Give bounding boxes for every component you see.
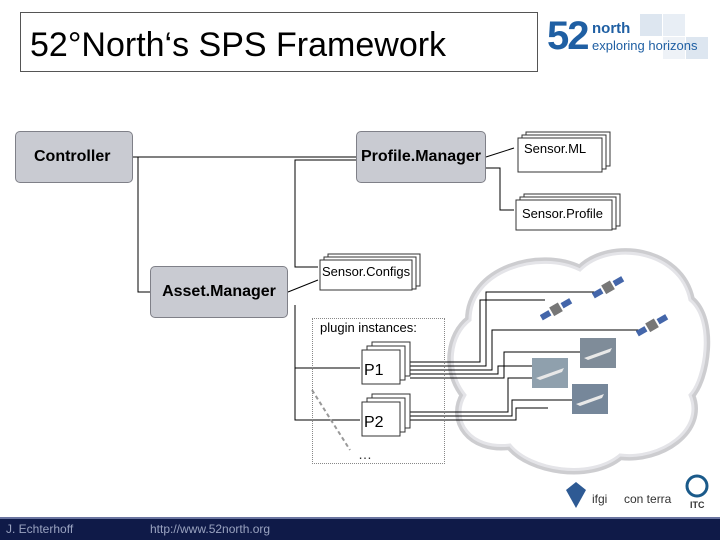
sensor-profile-doc[interactable]: Sensor.Profile — [522, 206, 603, 221]
logo — [545, 10, 715, 66]
logo-squares-icon — [640, 14, 708, 59]
sensor-configs-doc[interactable]: Sensor.Configs — [322, 264, 411, 279]
partner-ifgi: ifgi — [592, 492, 608, 506]
satellite-icon — [540, 298, 573, 321]
sensor-profile-doc-stack-icon — [515, 193, 621, 231]
aircraft-photo-icon — [572, 384, 608, 414]
slide-title: 52°North‘s SPS Framework — [30, 26, 447, 64]
aircraft-photo-icon — [580, 338, 616, 368]
plugin-instance-p1[interactable]: P1 — [364, 362, 384, 379]
plugin-p2-stack-icon — [361, 393, 411, 437]
footer-url-link[interactable]: http://www.52north.org — [130, 519, 720, 540]
satellite-icon — [636, 314, 669, 337]
profile-manager-box[interactable]: Profile.Manager — [356, 131, 486, 183]
partner-con-terra: con terra — [624, 492, 672, 506]
controller-box[interactable]: Controller — [15, 131, 133, 183]
controller-label: Controller — [34, 148, 111, 165]
logo-name: north — [592, 20, 631, 37]
sensorml-doc[interactable]: Sensor.ML — [524, 141, 587, 156]
title-frame — [20, 12, 538, 72]
ifgi-logo-icon — [566, 482, 586, 508]
asset-manager-box[interactable]: Asset.Manager — [150, 266, 288, 318]
logo-number: 52 — [547, 14, 589, 58]
partner-itc: ITC — [690, 500, 705, 510]
satellite-icon — [592, 276, 625, 299]
aircraft-photo-icon — [532, 358, 568, 388]
footer-author: J. Echterhoff — [0, 519, 130, 540]
plugin-instances-frame — [312, 318, 445, 464]
plugin-instances-heading: plugin instances: — [320, 320, 417, 335]
profile-manager-label: Profile.Manager — [360, 148, 482, 165]
sensor-configs-doc-stack-icon — [319, 253, 421, 291]
logo-tagline: exploring horizons — [592, 38, 698, 53]
asset-manager-label: Asset.Manager — [162, 283, 276, 300]
plugin-instance-p2[interactable]: P2 — [364, 414, 384, 431]
plugin-p1-stack-icon — [361, 341, 411, 385]
more-instances-ellipsis: … — [358, 446, 374, 462]
itc-logo-icon — [685, 474, 709, 498]
footer-rule — [0, 517, 720, 519]
sensorml-doc-stack-icon — [517, 131, 611, 173]
